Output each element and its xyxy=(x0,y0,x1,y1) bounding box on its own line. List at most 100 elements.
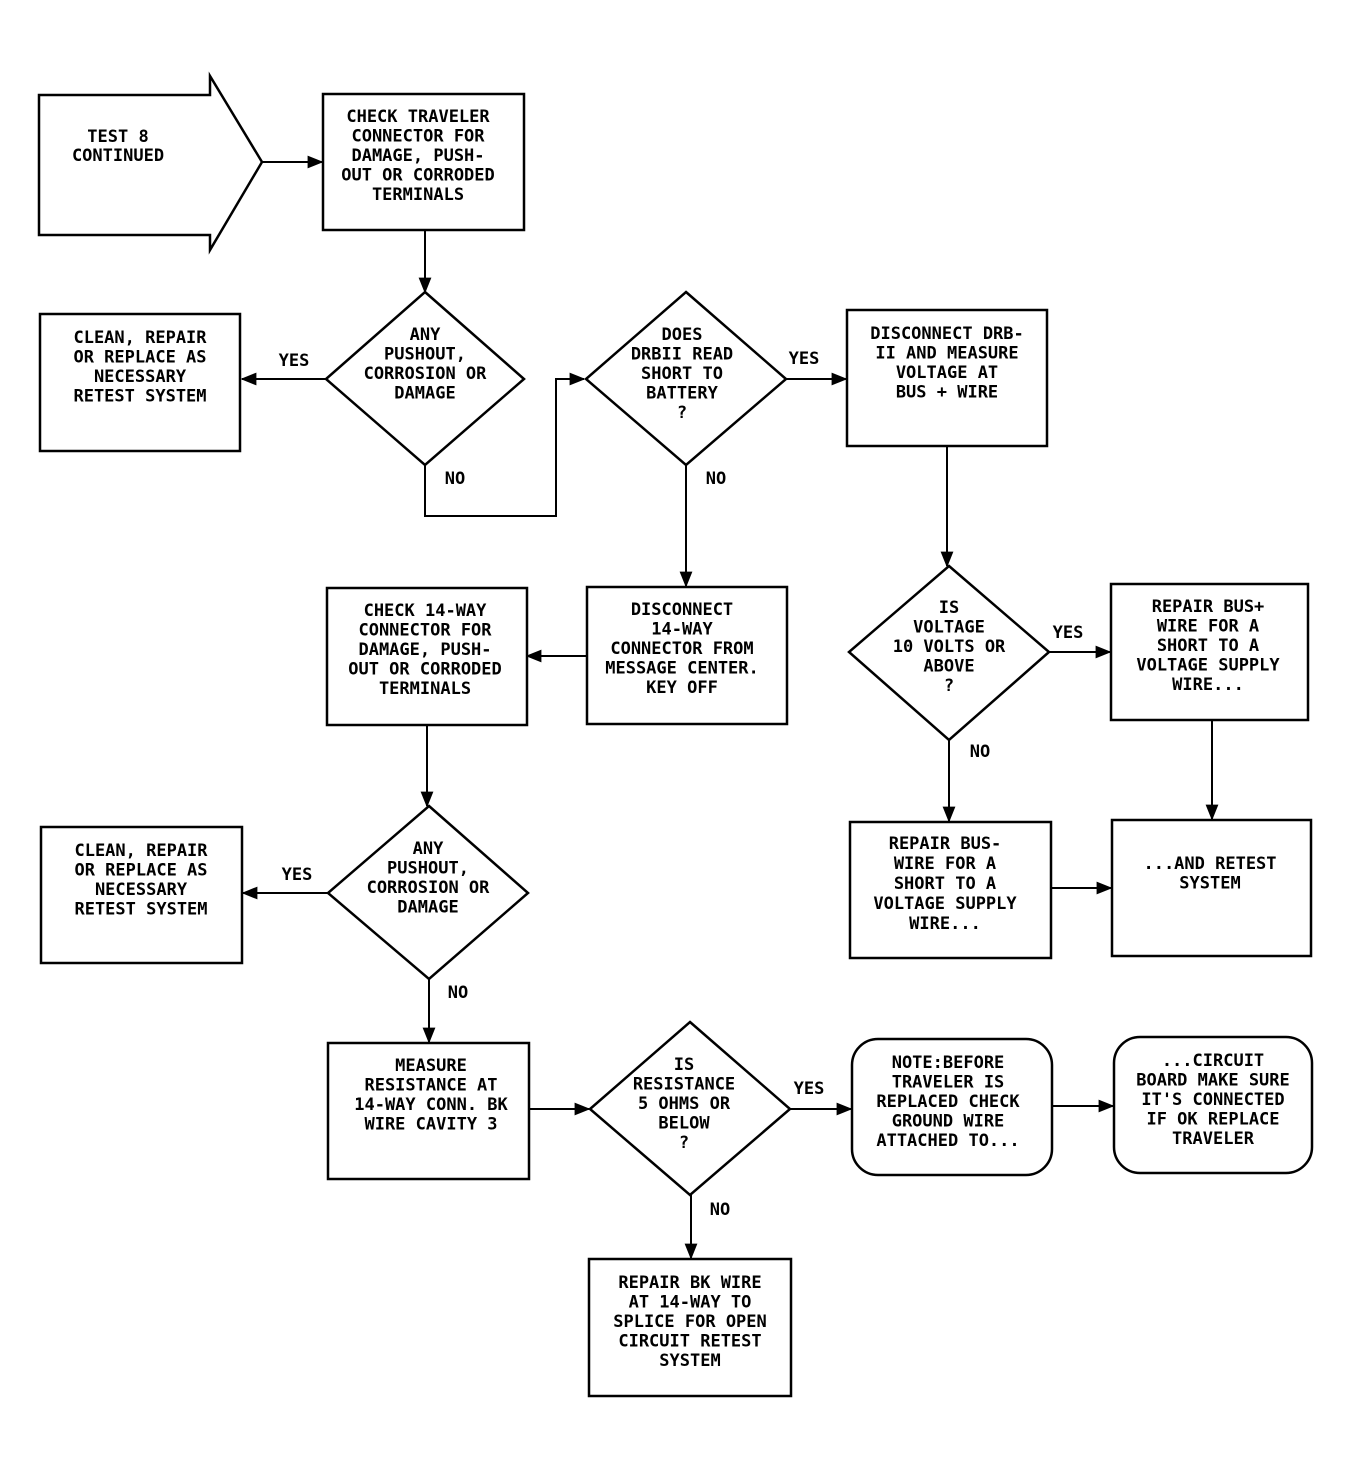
disconnect-14way-box xyxy=(585,585,789,726)
d_any1-line-0: ANY xyxy=(410,325,441,345)
decision-voltage-diamond xyxy=(847,564,1051,742)
yes-label-resistance: YES xyxy=(794,1079,825,1099)
d_any2-line-0: ANY xyxy=(413,839,444,859)
circuit-line-3: IF OK REPLACE xyxy=(1146,1110,1279,1130)
rep_busp-line-2: SHORT TO A xyxy=(1157,636,1259,656)
yes-label-drb: YES xyxy=(789,349,820,369)
measure-line-2: 14-WAY CONN. BK xyxy=(354,1095,508,1115)
disc_14-line-1: 14-WAY xyxy=(651,620,713,640)
d_any1-line-1: PUSHOUT, xyxy=(384,345,466,365)
repair-bus-plus-box xyxy=(1109,582,1310,722)
check_trav-line-3: OUT OR CORRODED xyxy=(341,166,495,186)
no-label-resistance: NO xyxy=(710,1200,730,1220)
edge-any1-no xyxy=(424,372,586,517)
disc_14-line-0: DISCONNECT xyxy=(631,600,733,620)
d_any1-line-2: CORROSION OR xyxy=(364,364,488,384)
rep_busm-line-4: WIRE... xyxy=(909,914,981,934)
d_any2-line-2: CORROSION OR xyxy=(367,878,491,898)
check_14-line-3: OUT OR CORRODED xyxy=(348,660,502,680)
measure-line-1: RESISTANCE AT xyxy=(364,1076,497,1096)
clean2-line-1: OR REPLACE AS xyxy=(74,861,207,881)
circuit-line-2: IT'S CONNECTED xyxy=(1141,1090,1284,1110)
edge-labels: YES NO YES NO YES NO YES NO YES NO xyxy=(279,349,1084,1220)
disc_drb-line-1: II AND MEASURE xyxy=(875,344,1018,364)
clean1-box xyxy=(38,312,242,453)
start-line-0: TEST 8 xyxy=(87,127,148,147)
clean1-line-1: OR REPLACE AS xyxy=(73,348,206,368)
start-arrow-shape xyxy=(37,71,264,255)
circuit-line-0: ...CIRCUIT xyxy=(1162,1051,1264,1071)
rep_busm-line-1: WIRE FOR A xyxy=(894,854,996,874)
disc_14-line-4: KEY OFF xyxy=(646,678,718,698)
circuit-line-4: TRAVELER xyxy=(1172,1129,1255,1149)
d_drb-line-3: BATTERY xyxy=(646,384,718,404)
d_volt-line-2: 10 VOLTS OR xyxy=(893,637,1006,657)
clean1-line-2: NECESSARY xyxy=(94,367,187,387)
rep_bk-line-1: AT 14-WAY TO xyxy=(629,1293,752,1313)
note-box xyxy=(850,1037,1054,1177)
yes-label-voltage: YES xyxy=(1053,623,1084,643)
decision-drb-diamond xyxy=(584,290,788,467)
note-line-3: GROUND WIRE xyxy=(892,1112,1005,1132)
d_volt-line-4: ? xyxy=(944,676,954,696)
check_14-line-4: TERMINALS xyxy=(379,679,471,699)
check_trav-line-1: CONNECTOR FOR xyxy=(351,127,485,147)
check_14-line-1: CONNECTOR FOR xyxy=(358,621,492,641)
rep_busm-line-0: REPAIR BUS- xyxy=(889,834,1002,854)
clean1-line-0: CLEAN, REPAIR xyxy=(73,328,207,348)
check_trav-line-4: TERMINALS xyxy=(372,185,464,205)
connectors xyxy=(240,155,1219,1260)
decision-resistance-diamond xyxy=(588,1020,792,1197)
d_any2-line-1: PUSHOUT, xyxy=(387,859,469,879)
start-line-1: CONTINUED xyxy=(72,146,164,166)
decision-any1-diamond xyxy=(324,290,526,467)
check-traveler-box xyxy=(321,92,526,232)
d_res-line-2: 5 OHMS OR xyxy=(638,1094,731,1114)
note-line-0: NOTE:BEFORE xyxy=(892,1053,1005,1073)
rep_busp-line-4: WIRE... xyxy=(1172,675,1244,695)
d_res-line-1: RESISTANCE xyxy=(633,1075,735,1095)
no-label-any2: NO xyxy=(448,983,468,1003)
no-label-voltage: NO xyxy=(970,742,990,762)
clean2-line-3: RETEST SYSTEM xyxy=(74,900,207,920)
rep_busp-line-1: WIRE FOR A xyxy=(1157,617,1259,637)
check_14-line-0: CHECK 14-WAY xyxy=(364,601,488,621)
rep_bk-line-2: SPLICE FOR OPEN xyxy=(613,1312,767,1332)
d_drb-line-0: DOES xyxy=(662,325,703,345)
d_drb-line-1: DRBII READ xyxy=(631,345,733,365)
repair-bk-wire-box xyxy=(587,1257,793,1398)
measure-line-0: MEASURE xyxy=(395,1056,467,1076)
rep_bk-line-3: CIRCUIT RETEST xyxy=(618,1332,761,1352)
check-14way-box xyxy=(325,586,529,727)
measure-line-3: WIRE CAVITY 3 xyxy=(364,1115,497,1135)
clean2-box xyxy=(39,825,244,965)
note-line-4: ATTACHED TO... xyxy=(876,1131,1019,1151)
d_res-line-3: BELOW xyxy=(658,1114,710,1134)
circuit-box xyxy=(1112,1035,1314,1175)
retest-line-1: SYSTEM xyxy=(1179,874,1240,894)
rep_bk-line-0: REPAIR BK WIRE xyxy=(618,1273,761,1293)
clean2-line-0: CLEAN, REPAIR xyxy=(74,841,208,861)
rep_bk-line-4: SYSTEM xyxy=(659,1351,720,1371)
disc_14-line-3: MESSAGE CENTER. xyxy=(605,659,759,679)
shapes xyxy=(37,71,1314,1398)
retest-line-0: ...AND RETEST xyxy=(1143,854,1276,874)
d_drb-line-4: ? xyxy=(677,403,687,423)
no-label-any1: NO xyxy=(445,469,465,489)
